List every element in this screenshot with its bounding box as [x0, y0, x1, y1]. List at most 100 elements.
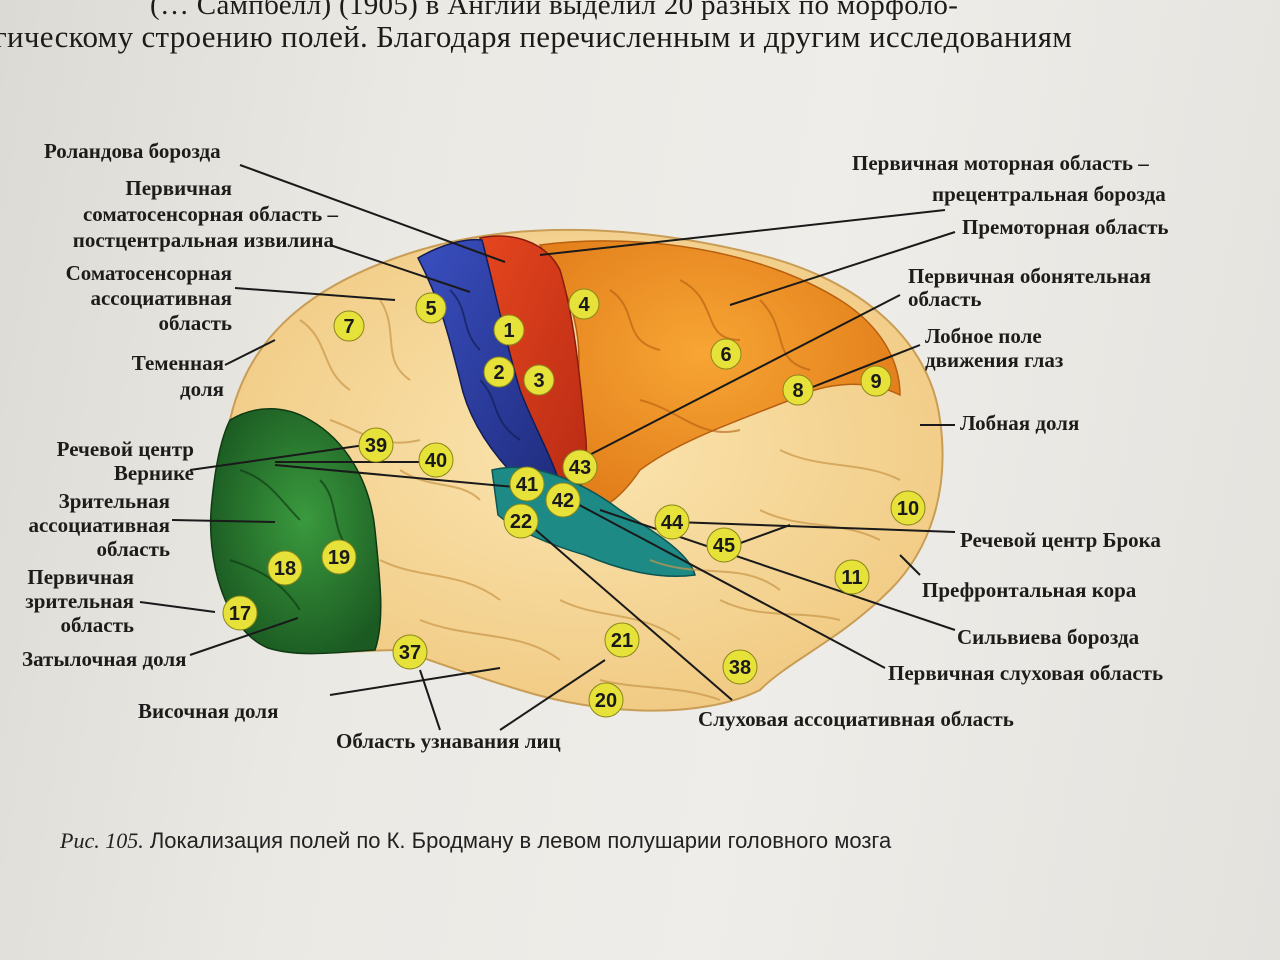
line-motor — [539, 209, 946, 256]
area-badge-19: 19 — [321, 539, 357, 575]
label-frontal: Лобная доля — [960, 411, 1080, 435]
area-badge-number: 2 — [493, 362, 504, 384]
area-badge-circle — [654, 504, 690, 540]
line-wernicke-39 — [189, 444, 366, 471]
area-badge-number: 17 — [229, 603, 251, 625]
line-face-2 — [499, 659, 606, 731]
label-wernicke-1: Речевой центр — [56, 437, 194, 461]
header-line-2: гическому строению полей. Благодаря пере… — [0, 19, 1073, 54]
area-badge-45: 45 — [706, 527, 742, 563]
area-badge-10: 10 — [890, 490, 926, 526]
area-badge-circle — [503, 503, 539, 539]
label-face-recognition: Область узнавания лиц — [336, 729, 561, 753]
area-badge-circle — [493, 314, 525, 346]
area-badge-7: 7 — [333, 310, 365, 342]
area-badge-number: 39 — [365, 435, 387, 457]
area-badge-44: 44 — [654, 504, 690, 540]
area-badge-circle — [860, 365, 892, 397]
area-badge-number: 45 — [713, 535, 735, 557]
label-rolandova: Роландова борозда — [44, 139, 221, 163]
area-badge-9: 9 — [860, 365, 892, 397]
area-badge-number: 19 — [328, 547, 350, 569]
line-olfactory — [569, 294, 901, 466]
label-visual-assoc-3: область — [96, 537, 171, 561]
line-eye-field — [804, 344, 921, 391]
area-badge-number: 9 — [870, 371, 881, 393]
area-badge-circle — [509, 466, 545, 502]
area-badge-circle — [782, 374, 814, 406]
area-badge-circle — [722, 649, 758, 685]
label-occipital: Затылочная доля — [22, 647, 187, 671]
area-badge-circle — [267, 550, 303, 586]
area-badge-circle — [588, 682, 624, 718]
label-somato-assoc-1: Соматосенсорная — [65, 261, 232, 285]
line-somato-assoc — [234, 287, 396, 301]
area-badge-number: 43 — [569, 457, 591, 479]
label-eye-field-2: движения глаз — [925, 348, 1064, 372]
area-badge-circle — [358, 427, 394, 463]
area-badge-number: 1 — [503, 320, 514, 342]
area-badge-22: 22 — [503, 503, 539, 539]
area-badge-39: 39 — [358, 427, 394, 463]
area-badge-circle — [415, 292, 447, 324]
area-badge-number: 8 — [792, 380, 803, 402]
line-prefrontal — [899, 554, 921, 576]
line-face-1 — [419, 669, 441, 731]
label-primary-somato-3: постцентральная извилина — [72, 228, 334, 252]
blue-gyri-texture — [449, 289, 521, 441]
area-badge-6: 6 — [710, 338, 742, 370]
area-badge-number: 10 — [897, 498, 919, 520]
area-badge-circle — [604, 622, 640, 658]
area-badge-17: 17 — [222, 595, 258, 631]
label-primary-visual-3: область — [60, 613, 135, 637]
area-badge-circle — [834, 559, 870, 595]
line-visual-assoc — [171, 519, 276, 523]
label-premotor: Премоторная область — [962, 215, 1169, 239]
line-occipital — [189, 617, 299, 656]
area-badge-circle — [523, 364, 555, 396]
area-badge-37: 37 — [392, 634, 428, 670]
label-sylvian: Сильвиева борозда — [957, 625, 1140, 649]
area-badge-number: 5 — [425, 298, 436, 320]
label-somato-assoc-3: область — [158, 311, 233, 335]
line-premotor — [729, 231, 956, 306]
label-olfactory-1: Первичная обонятельная — [908, 264, 1151, 288]
area-badge-number: 4 — [578, 294, 590, 316]
label-parietal-2: доля — [180, 377, 224, 401]
area-badge-4: 4 — [568, 288, 600, 320]
area-badge-number: 18 — [274, 558, 296, 580]
area-badge-circle — [222, 595, 258, 631]
area-badge-circle — [545, 482, 581, 518]
area-badge-40: 40 — [418, 442, 454, 478]
area-badge-number: 20 — [595, 690, 617, 712]
label-somato-assoc-2: ассоциативная — [90, 286, 232, 310]
line-primary-somato — [329, 244, 471, 293]
area-badge-number: 40 — [425, 450, 447, 472]
area-badge-20: 20 — [588, 682, 624, 718]
area-badge-43: 43 — [562, 449, 598, 485]
label-motor-2: прецентральная борозда — [932, 182, 1166, 206]
area-badge-number: 42 — [552, 490, 574, 512]
area-badge-number: 21 — [611, 630, 633, 652]
frontal-gyri-texture — [609, 279, 811, 433]
label-prefrontal: Префронтальная кора — [922, 578, 1137, 602]
line-rolandova — [239, 164, 506, 263]
area-badge-8: 8 — [782, 374, 814, 406]
label-wernicke-2: Вернике — [113, 461, 194, 485]
area-badge-2: 2 — [483, 356, 515, 388]
area-badge-21: 21 — [604, 622, 640, 658]
label-temporal: Височная доля — [138, 699, 279, 723]
area-badge-circle — [568, 288, 600, 320]
line-wernicke-41 — [274, 464, 516, 488]
area-badge-number: 41 — [516, 474, 538, 496]
label-parietal-1: Теменная — [131, 351, 224, 375]
header-line-1: (… Сампбелл) (1905) в Англии выделил 20 … — [150, 0, 959, 21]
area-badge-3: 3 — [523, 364, 555, 396]
label-primary-somato-1: Первичная — [125, 176, 232, 200]
label-eye-field-1: Лобное поле — [925, 324, 1042, 348]
area-badge-number: 11 — [841, 567, 862, 589]
line-temporal — [329, 667, 501, 696]
figure-caption: Рис. 105. Локализация полей по К. Бродма… — [60, 828, 891, 854]
area-badge-circle — [392, 634, 428, 670]
